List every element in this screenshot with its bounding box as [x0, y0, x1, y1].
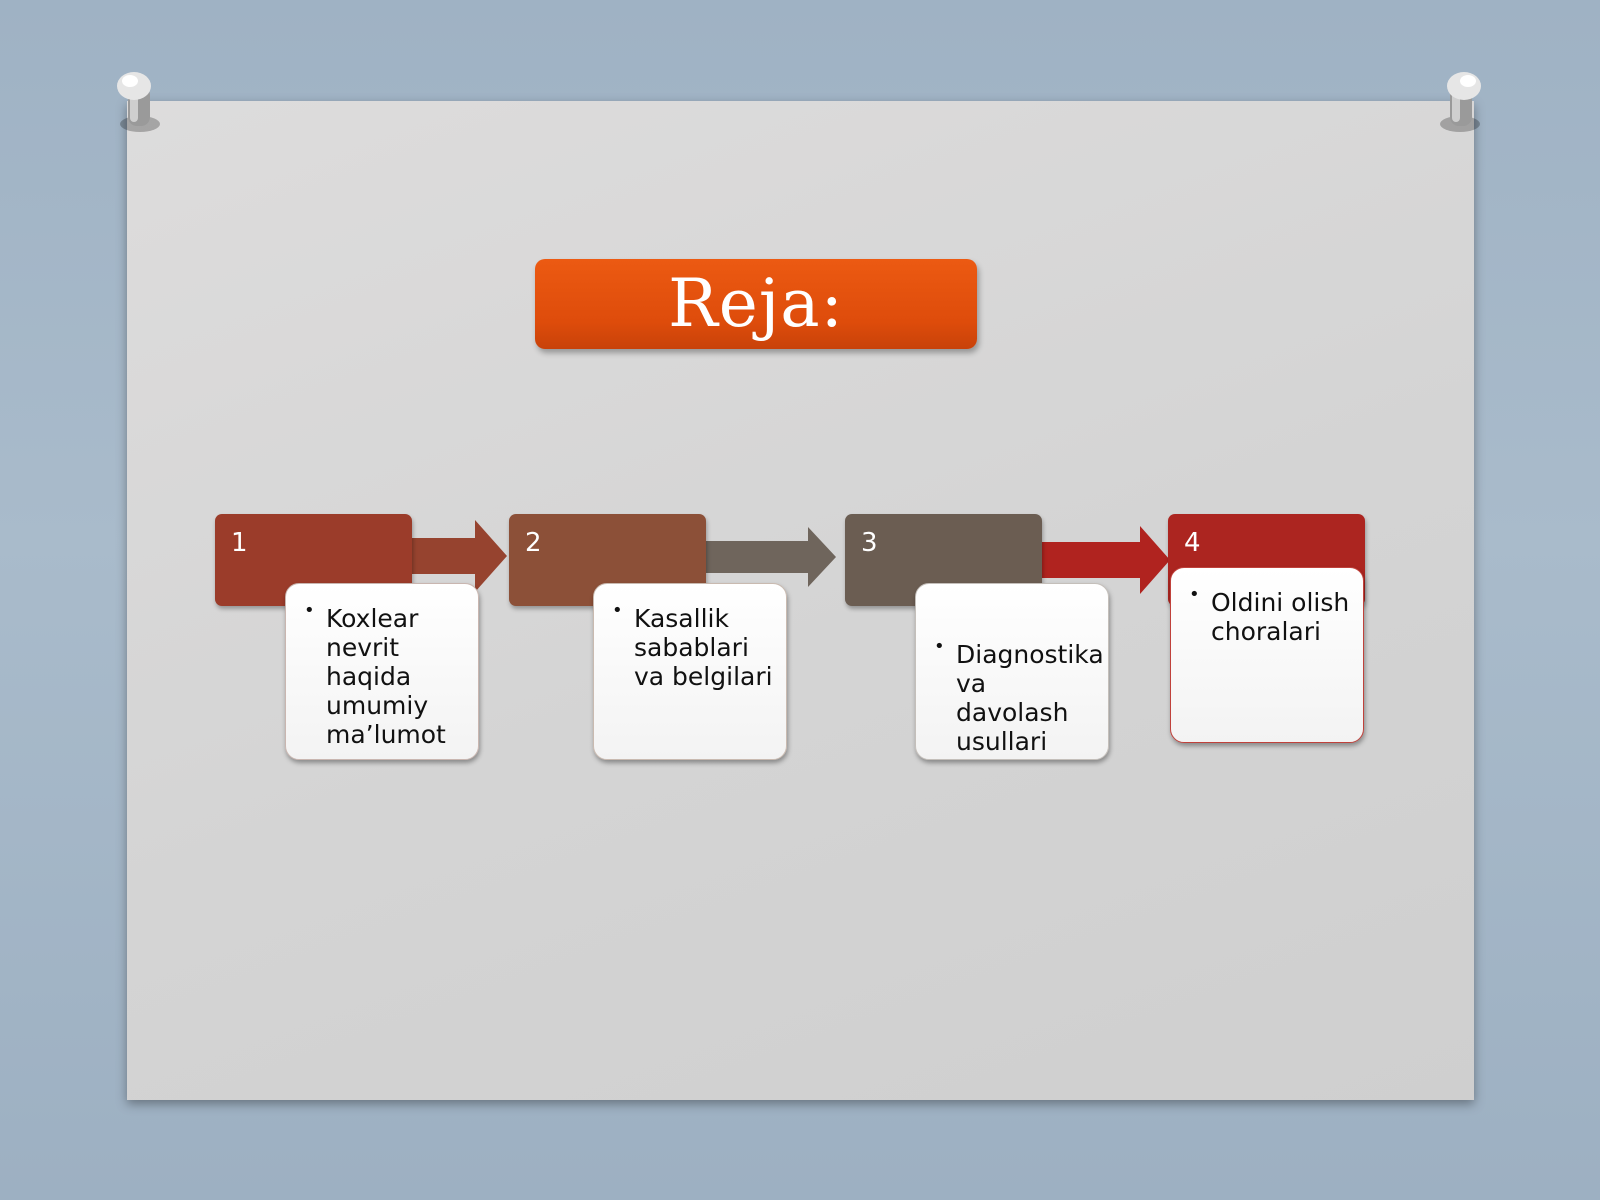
- step-card-4: • Oldini olish choralari: [1170, 567, 1364, 743]
- step-text: Kasallik sabablari va belgilari: [634, 604, 773, 691]
- bullet-icon: •: [1189, 584, 1200, 605]
- step-text: Diagnostika va davolash usullari: [956, 640, 1104, 756]
- step-card-2: • Kasallik sabablari va belgilari: [593, 583, 787, 760]
- bullet-icon: •: [934, 636, 945, 657]
- arrow-right-icon: [1040, 526, 1170, 594]
- step-card-1: • Koxlear nevrit haqida umumiy ma’lumot: [285, 583, 479, 760]
- step-text: Oldini olish choralari: [1211, 588, 1350, 646]
- step-number: 2: [525, 528, 542, 558]
- arrow-right-icon: [676, 527, 836, 587]
- arrow-right-icon: [395, 520, 507, 592]
- step-number: 1: [231, 528, 248, 558]
- step-text: Koxlear nevrit haqida umumiy ma’lumot: [326, 604, 446, 749]
- step-number: 3: [861, 528, 878, 558]
- pushpin-icon: [1440, 72, 1481, 132]
- pushpin-icon: [117, 72, 160, 132]
- bullet-icon: •: [304, 600, 315, 621]
- slide-title: Reja:: [668, 265, 844, 342]
- bullet-icon: •: [612, 600, 623, 621]
- title-banner: Reja:: [535, 259, 977, 349]
- step-number: 4: [1184, 528, 1201, 558]
- step-card-3: • Diagnostika va davolash usullari: [915, 583, 1109, 760]
